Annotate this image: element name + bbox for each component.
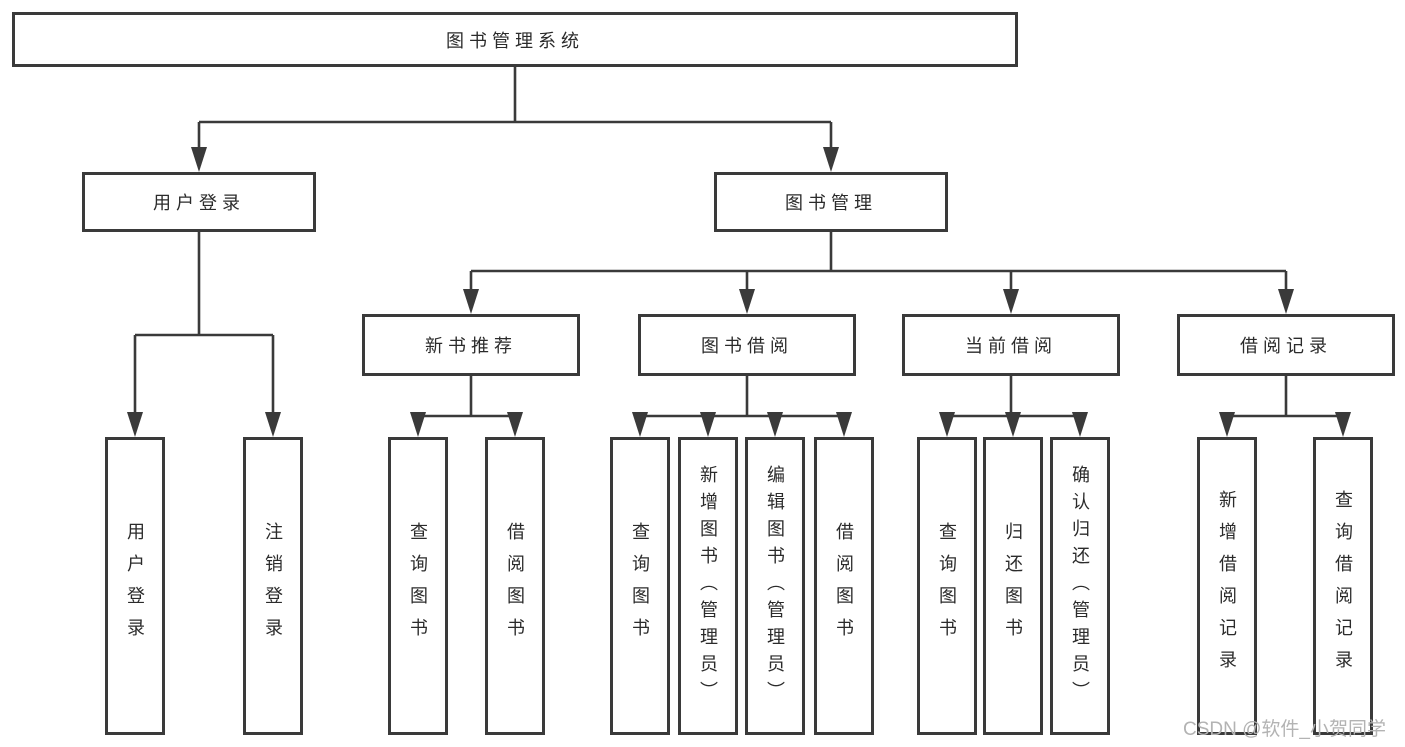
node-user-login-label: 用户登录: [153, 193, 245, 213]
leaf-user-login: 用户登录: [105, 437, 165, 735]
node-book-borrowing: 图书借阅: [638, 314, 856, 376]
leaf-user-login-label: 用户登录: [125, 522, 145, 650]
leaf-borrow-books-newbook: 借阅图书: [485, 437, 545, 735]
leaf-return-books: 归还图书: [983, 437, 1043, 735]
leaf-edit-books-admin-label: 编辑图书（管理员）: [765, 464, 785, 708]
leaf-return-books-label: 归还图书: [1003, 522, 1023, 650]
leaf-logout: 注销登录: [243, 437, 303, 735]
leaf-query-books-borrow: 查询图书: [610, 437, 670, 735]
node-book-management-label: 图书管理: [785, 193, 877, 213]
leaf-borrow-books-newbook-label: 借阅图书: [505, 522, 525, 650]
leaf-query-borrow-record: 查询借阅记录: [1313, 437, 1373, 735]
leaf-query-books-newbook: 查询图书: [388, 437, 448, 735]
node-current-borrowing-label: 当前借阅: [965, 336, 1057, 356]
leaf-edit-books-admin: 编辑图书（管理员）: [745, 437, 805, 735]
node-new-book-recommend: 新书推荐: [362, 314, 580, 376]
leaf-query-books-newbook-label: 查询图书: [408, 522, 428, 650]
leaf-logout-label: 注销登录: [263, 522, 283, 650]
leaf-borrow-books-borrow-label: 借阅图书: [834, 522, 854, 650]
node-library-system-label: 图书管理系统: [446, 30, 584, 51]
leaf-borrow-books-borrow: 借阅图书: [814, 437, 874, 735]
leaf-query-books-current: 查询图书: [917, 437, 977, 735]
node-borrowing-records-label: 借阅记录: [1240, 336, 1332, 356]
node-book-borrowing-label: 图书借阅: [701, 336, 793, 356]
leaf-add-books-admin: 新增图书（管理员）: [678, 437, 738, 735]
node-new-book-recommend-label: 新书推荐: [425, 336, 517, 356]
leaf-add-borrow-record: 新增借阅记录: [1197, 437, 1257, 735]
node-current-borrowing: 当前借阅: [902, 314, 1120, 376]
leaf-add-books-admin-label: 新增图书（管理员）: [698, 464, 718, 708]
leaf-query-books-current-label: 查询图书: [937, 522, 957, 650]
leaf-confirm-return-admin: 确认归还（管理员）: [1050, 437, 1110, 735]
node-borrowing-records: 借阅记录: [1177, 314, 1395, 376]
arrowheads: [127, 147, 1351, 437]
node-user-login: 用户登录: [82, 172, 316, 232]
leaf-query-borrow-record-label: 查询借阅记录: [1333, 490, 1353, 682]
leaf-add-borrow-record-label: 新增借阅记录: [1217, 490, 1237, 682]
node-book-management: 图书管理: [714, 172, 948, 232]
leaf-query-books-borrow-label: 查询图书: [630, 522, 650, 650]
leaf-confirm-return-admin-label: 确认归还（管理员）: [1070, 464, 1090, 708]
csdn-watermark: CSDN @软件_小贺同学: [1183, 719, 1386, 740]
node-library-system: 图书管理系统: [12, 12, 1018, 67]
